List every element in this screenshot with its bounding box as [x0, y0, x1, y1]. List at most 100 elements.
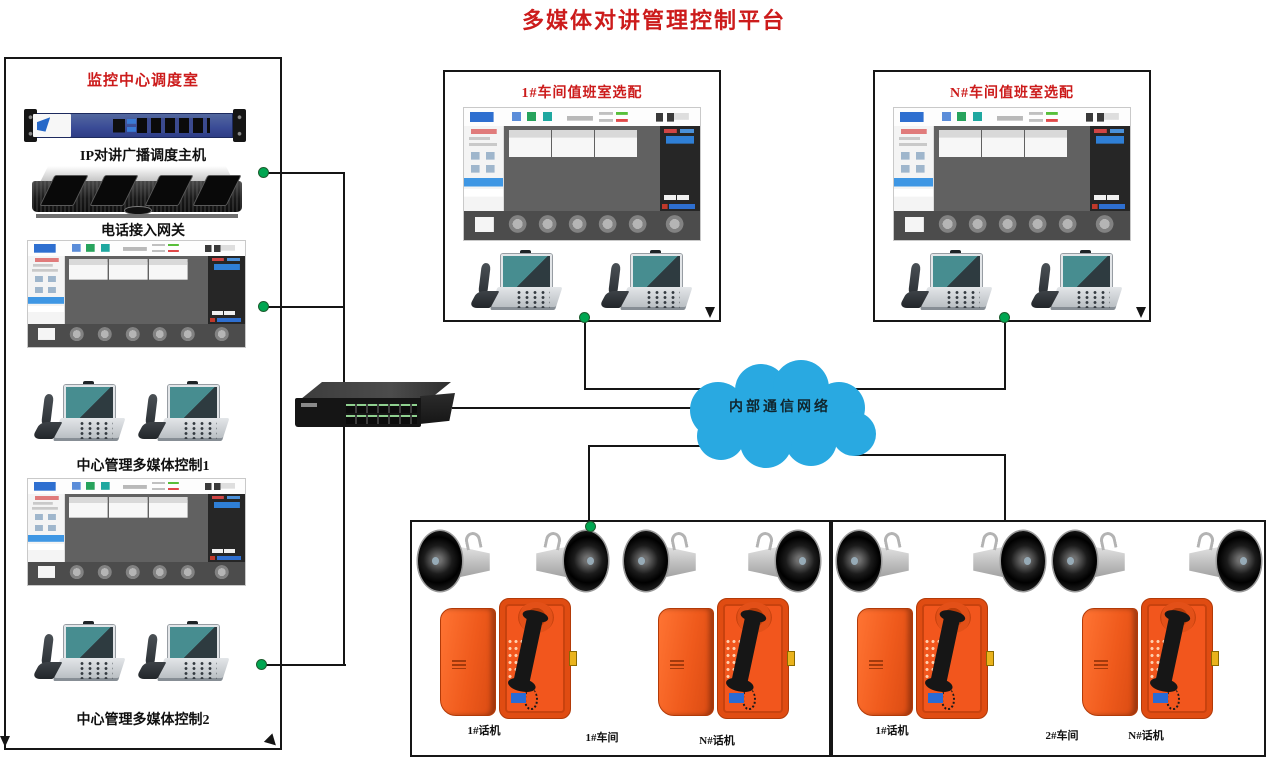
phone-1-label: 1#话机: [467, 725, 501, 737]
speaker-hook: [755, 530, 776, 551]
console1-label: 中心管理多媒体控制1: [76, 459, 210, 474]
speaker-hook: [881, 530, 902, 551]
screenshot-right-panel: [659, 126, 700, 211]
weatherproof-telephone: [1082, 598, 1219, 724]
brand-logo: [32, 113, 71, 137]
screenshot-dock: [28, 561, 245, 585]
phone-keypad: [182, 660, 218, 679]
horn-speaker: [971, 530, 1045, 594]
connector-line: [1004, 454, 1006, 521]
phone-camera: [950, 250, 961, 256]
network-node-dot: [585, 521, 596, 532]
ethernet-ports: [137, 117, 211, 134]
phone-camera: [83, 381, 94, 387]
connector-line: [263, 172, 344, 174]
connector-line: [588, 445, 590, 522]
horn-speaker: [534, 530, 608, 594]
workshop-1-name: 1#车间: [585, 732, 619, 744]
screenshot-canvas: [504, 126, 660, 211]
network-cloud: 内部通信网络: [676, 358, 884, 472]
network-node-dot: [258, 301, 269, 312]
ip-video-phone: [468, 250, 562, 314]
phone-camera: [83, 621, 94, 627]
console-port: [112, 118, 142, 133]
diagram-title: 多媒体对讲管理控制平台: [521, 8, 786, 33]
speaker-bell: [418, 531, 463, 591]
host-label: IP对讲广播调度主机: [80, 149, 206, 164]
screenshot-dock: [464, 210, 700, 240]
phone-cord: [524, 688, 538, 711]
speaker-bell: [775, 531, 820, 591]
screenshot-canvas: [64, 255, 209, 324]
dispatch-software-screenshot: [28, 479, 245, 585]
weatherproof-telephone: [857, 598, 994, 724]
ip-video-phone: [898, 250, 992, 314]
screenshot-toolbar: [464, 108, 700, 127]
phone-keypad: [1075, 289, 1111, 308]
screenshot-dock: [894, 210, 1130, 240]
phone-camera: [1080, 250, 1091, 256]
screenshot-sidebar: [894, 126, 935, 211]
network-node-dot: [256, 659, 267, 670]
speaker-bell: [1000, 531, 1045, 591]
speaker-bracket: [973, 547, 1004, 578]
speaker-bracket: [1189, 547, 1220, 578]
screenshot-toolbar: [28, 479, 245, 494]
speaker-bell: [1216, 531, 1261, 591]
phone-brand-tag: [1153, 692, 1168, 703]
ip-broadcast-host-device: [24, 109, 246, 142]
connector-line: [584, 318, 586, 390]
phone-keypad: [515, 289, 551, 308]
network-switch-device: [295, 382, 455, 434]
ip-video-phone: [598, 250, 692, 314]
phone-door: [1082, 608, 1139, 717]
connector-line: [263, 306, 344, 308]
speaker-hook: [980, 530, 1001, 551]
phone-cord: [742, 688, 756, 711]
control-room-title: 监控中心调度室: [86, 73, 199, 89]
speaker-hook: [1097, 530, 1118, 551]
horn-speaker: [1187, 530, 1261, 594]
duty-room-n-title: N#车间值班室选配: [949, 86, 1075, 101]
phone-keypad: [945, 289, 981, 308]
connector-line: [584, 388, 726, 390]
screenshot-sidebar: [464, 126, 505, 211]
ip-video-phone: [31, 381, 125, 445]
cloud-label: 内部通信网络: [729, 400, 831, 415]
phone-cord: [941, 688, 955, 711]
switch-side-face: [419, 393, 455, 424]
speaker-hook: [1196, 530, 1217, 551]
workshop-2-box: 1#话机 2#车间 N#话机: [829, 520, 1266, 757]
connector-line: [1004, 318, 1006, 390]
switch-top-face: [301, 382, 451, 399]
connector-line: [588, 445, 712, 447]
phone-latch: [568, 650, 577, 667]
dispatch-software-screenshot: [28, 241, 245, 347]
network-node-dot: [258, 167, 269, 178]
dispatch-software-screenshot: [464, 108, 700, 240]
phone-screen: [630, 253, 682, 293]
phone-n-label: N#话机: [1128, 730, 1164, 742]
duty-room-1-box: 1#车间值班室选配: [443, 70, 721, 322]
horn-speaker: [837, 530, 911, 594]
speaker-bell: [563, 531, 608, 591]
phone-door: [857, 608, 914, 717]
phone-brand-tag: [729, 692, 744, 703]
screenshot-toolbar: [894, 108, 1130, 127]
gateway-label: 电话接入网关: [101, 224, 185, 239]
connector-line: [452, 407, 702, 409]
phone-brand-tag: [928, 692, 943, 703]
phone-door: [658, 608, 715, 717]
ip-video-phone: [31, 621, 125, 685]
phone-1-label: 1#话机: [875, 725, 909, 737]
connector-line: [834, 388, 1006, 390]
phone-keypad: [78, 660, 114, 679]
weatherproof-telephone: [440, 598, 577, 724]
speaker-bracket: [536, 547, 567, 578]
network-node-dot: [999, 312, 1010, 323]
server-base-rail: [36, 214, 238, 218]
phone-screen: [500, 253, 552, 293]
speaker-bell: [837, 531, 882, 591]
screenshot-right-panel: [208, 493, 245, 562]
